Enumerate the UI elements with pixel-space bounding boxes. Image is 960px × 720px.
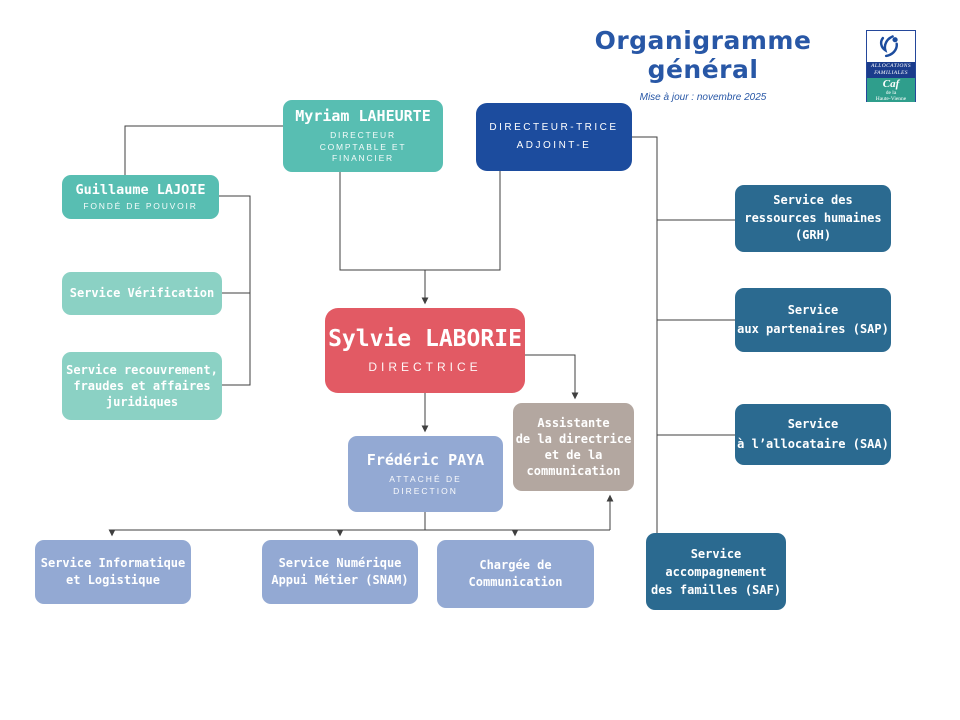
service-label: Assistante de la directrice et de la com…	[515, 415, 632, 479]
logo-brand-line1: ALLOCATIONS	[871, 63, 911, 70]
node-frederic-paya: Frédéric PAYA ATTACHÉ DE DIRECTION	[348, 436, 503, 512]
node-sylvie-laborie-directrice: Sylvie LABORIE DIRECTRICE	[325, 308, 525, 393]
header: Organigramme général Mise à jour : novem…	[538, 26, 868, 103]
person-role: DIRECTEUR COMPTABLE ET FINANCIER	[319, 129, 407, 164]
person-role: DIRECTRICE	[368, 359, 482, 374]
service-label: Chargée de Communication	[468, 557, 563, 589]
node-service-sap: Service aux partenaires (SAP)	[735, 288, 891, 352]
service-label: Service Informatique et Logistique	[40, 555, 186, 587]
logo-dept-line1: de la	[885, 90, 897, 97]
logo-dept-line2: Haute-Vienne	[875, 96, 907, 103]
node-service-verification: Service Vérification	[62, 272, 222, 315]
node-service-recouvrement: Service recouvrement, fraudes et affaire…	[62, 352, 222, 420]
node-service-grh: Service des ressources humaines (GRH)	[735, 185, 891, 252]
person-name: Guillaume LAJOIE	[75, 181, 206, 198]
caf-logo: ALLOCATIONS FAMILIALES Caf de la Haute-V…	[866, 30, 916, 103]
service-label: Service à l’allocataire (SAA)	[737, 417, 889, 451]
node-service-snam: Service Numérique Appui Métier (SNAM)	[262, 540, 418, 604]
node-directeur-adjoint: DIRECTEUR-TRICE ADJOINT-E	[476, 103, 632, 171]
service-label: Service des ressources humaines (GRH)	[744, 193, 882, 243]
caf-emblem-icon	[867, 31, 915, 62]
page-title: Organigramme général	[594, 26, 812, 84]
person-name: Myriam LAHEURTE	[295, 106, 431, 125]
role-label: DIRECTEUR-TRICE ADJOINT-E	[489, 122, 619, 151]
person-role: FONDÉ DE POUVOIR	[83, 200, 198, 211]
logo-brand-line2: FAMILIALES	[874, 70, 908, 76]
service-label: Service recouvrement, fraudes et affaire…	[66, 362, 218, 410]
node-chargee-communication: Chargée de Communication	[437, 540, 594, 608]
service-label: Service aux partenaires (SAP)	[737, 302, 889, 336]
node-assistante-direction: Assistante de la directrice et de la com…	[513, 403, 634, 491]
node-service-saf: Service accompagnement des familles (SAF…	[646, 533, 786, 610]
person-name: Sylvie LABORIE	[328, 325, 522, 352]
node-myriam-laheurte: Myriam LAHEURTE DIRECTEUR COMPTABLE ET F…	[283, 100, 443, 172]
update-date: Mise à jour : novembre 2025	[639, 92, 767, 103]
service-label: Service accompagnement des familles (SAF…	[650, 546, 782, 597]
node-service-informatique: Service Informatique et Logistique	[35, 540, 191, 604]
node-guillaume-lajoie: Guillaume LAJOIE FONDÉ DE POUVOIR	[62, 175, 219, 219]
node-service-saa: Service à l’allocataire (SAA)	[735, 404, 891, 465]
person-name: Frédéric PAYA	[366, 450, 485, 469]
logo-caf-band: Caf de la Haute-Vienne	[867, 78, 915, 103]
logo-caf-name: Caf	[882, 78, 900, 90]
person-role: ATTACHÉ DE DIRECTION	[389, 473, 462, 496]
logo-brand-band: ALLOCATIONS FAMILIALES	[867, 62, 915, 78]
service-label: Service Numérique Appui Métier (SNAM)	[271, 555, 409, 587]
service-label: Service Vérification	[69, 285, 215, 300]
